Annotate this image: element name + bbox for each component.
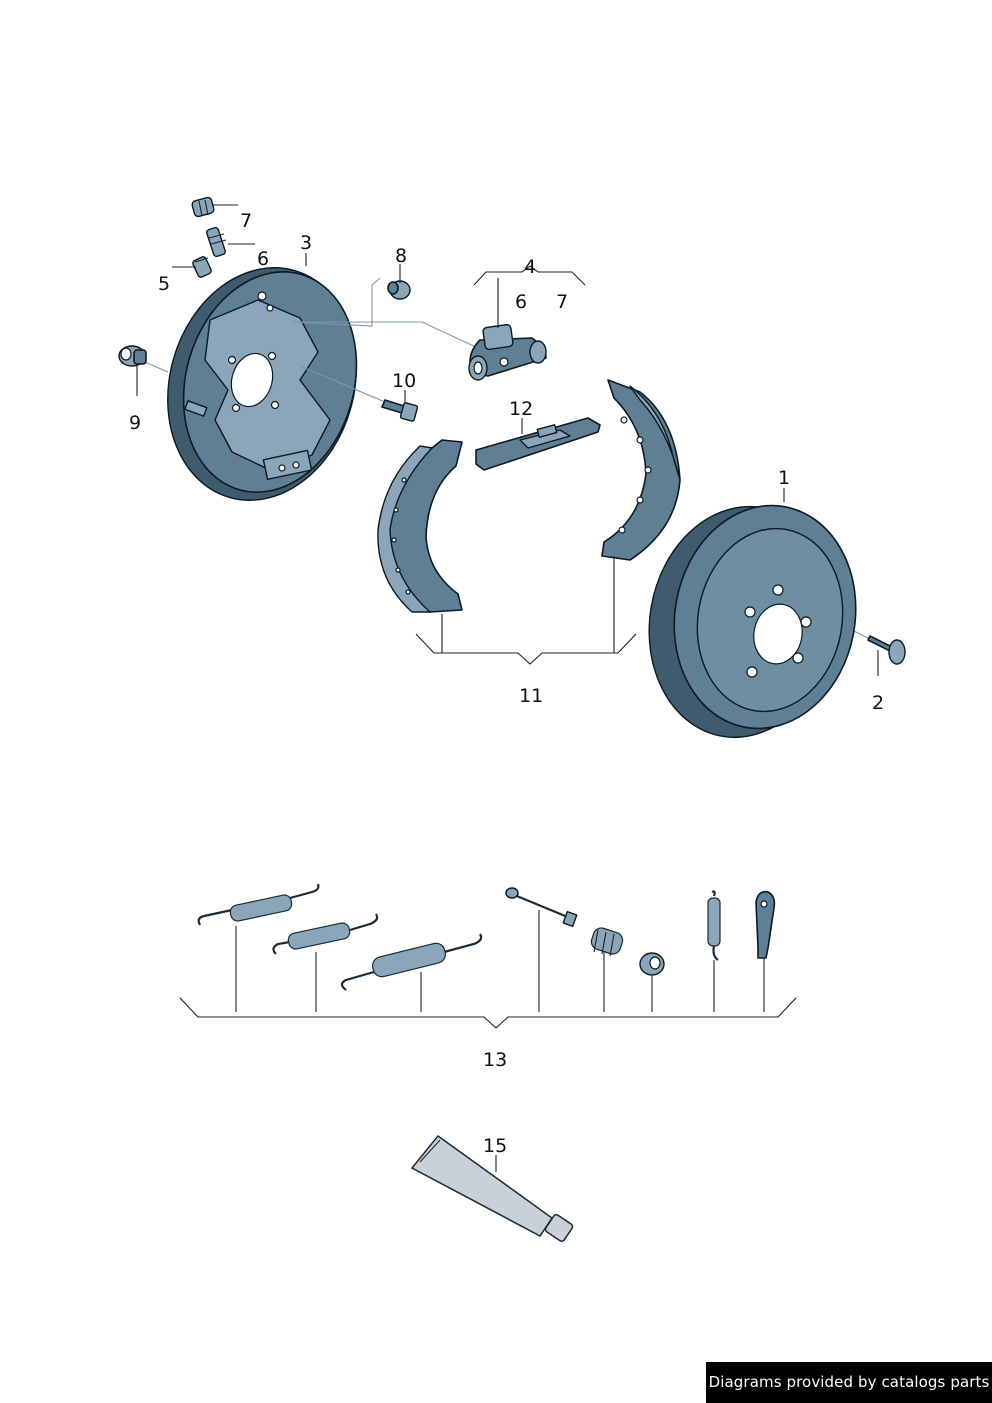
return-spring-2: [272, 913, 379, 955]
hex-bolt: [381, 399, 419, 422]
callout-2: 2: [872, 692, 884, 714]
callout-11: 11: [519, 685, 543, 707]
bleed-valve: [206, 226, 227, 258]
callout-3: 3: [300, 232, 312, 254]
brake-lever: [755, 890, 776, 959]
callout-7-top: 7: [240, 210, 252, 232]
callout-5: 5: [158, 273, 170, 295]
brake-adjuster: [475, 417, 601, 471]
callout-8: 8: [395, 245, 407, 267]
rubber-grommet: [118, 345, 147, 367]
callout-10: 10: [392, 370, 416, 392]
callout-15: 15: [483, 1135, 507, 1157]
return-spring-1: [197, 883, 320, 926]
sealing-plug: [387, 280, 411, 300]
callout-labels: 1 2 3 4 5 6 6 7 7 8 9 10 11 12 13 15: [129, 210, 884, 1157]
callout-13: 13: [483, 1049, 507, 1071]
leader-lines: [136, 204, 879, 1172]
brake-backing-plate: [167, 267, 358, 501]
grease-tube: [410, 1134, 574, 1243]
callout-9: 9: [129, 412, 141, 434]
bleed-valve-cap: [191, 196, 215, 218]
callout-1: 1: [778, 467, 790, 489]
callout-7-cylinder: 7: [556, 291, 568, 313]
retaining-pin: [505, 887, 578, 928]
countersunk-screw: [867, 635, 906, 665]
brake-drum: [648, 504, 857, 739]
hold-down-spring: [707, 890, 721, 961]
callout-6-cylinder: 6: [515, 291, 527, 313]
return-spring-3: [340, 933, 483, 991]
callout-6-top: 6: [257, 248, 269, 270]
wheel-brake-cylinder: [468, 323, 547, 381]
hex-screw: [192, 256, 212, 278]
callout-12: 12: [509, 398, 533, 420]
callout-4: 4: [524, 256, 536, 278]
compression-spring: [590, 927, 624, 957]
spring-cap: [639, 952, 665, 976]
watermark-banner: Diagrams provided by catalogs parts: [706, 1362, 992, 1403]
brake-shoe-left: [377, 439, 463, 613]
brake-shoe-right: [601, 379, 681, 561]
